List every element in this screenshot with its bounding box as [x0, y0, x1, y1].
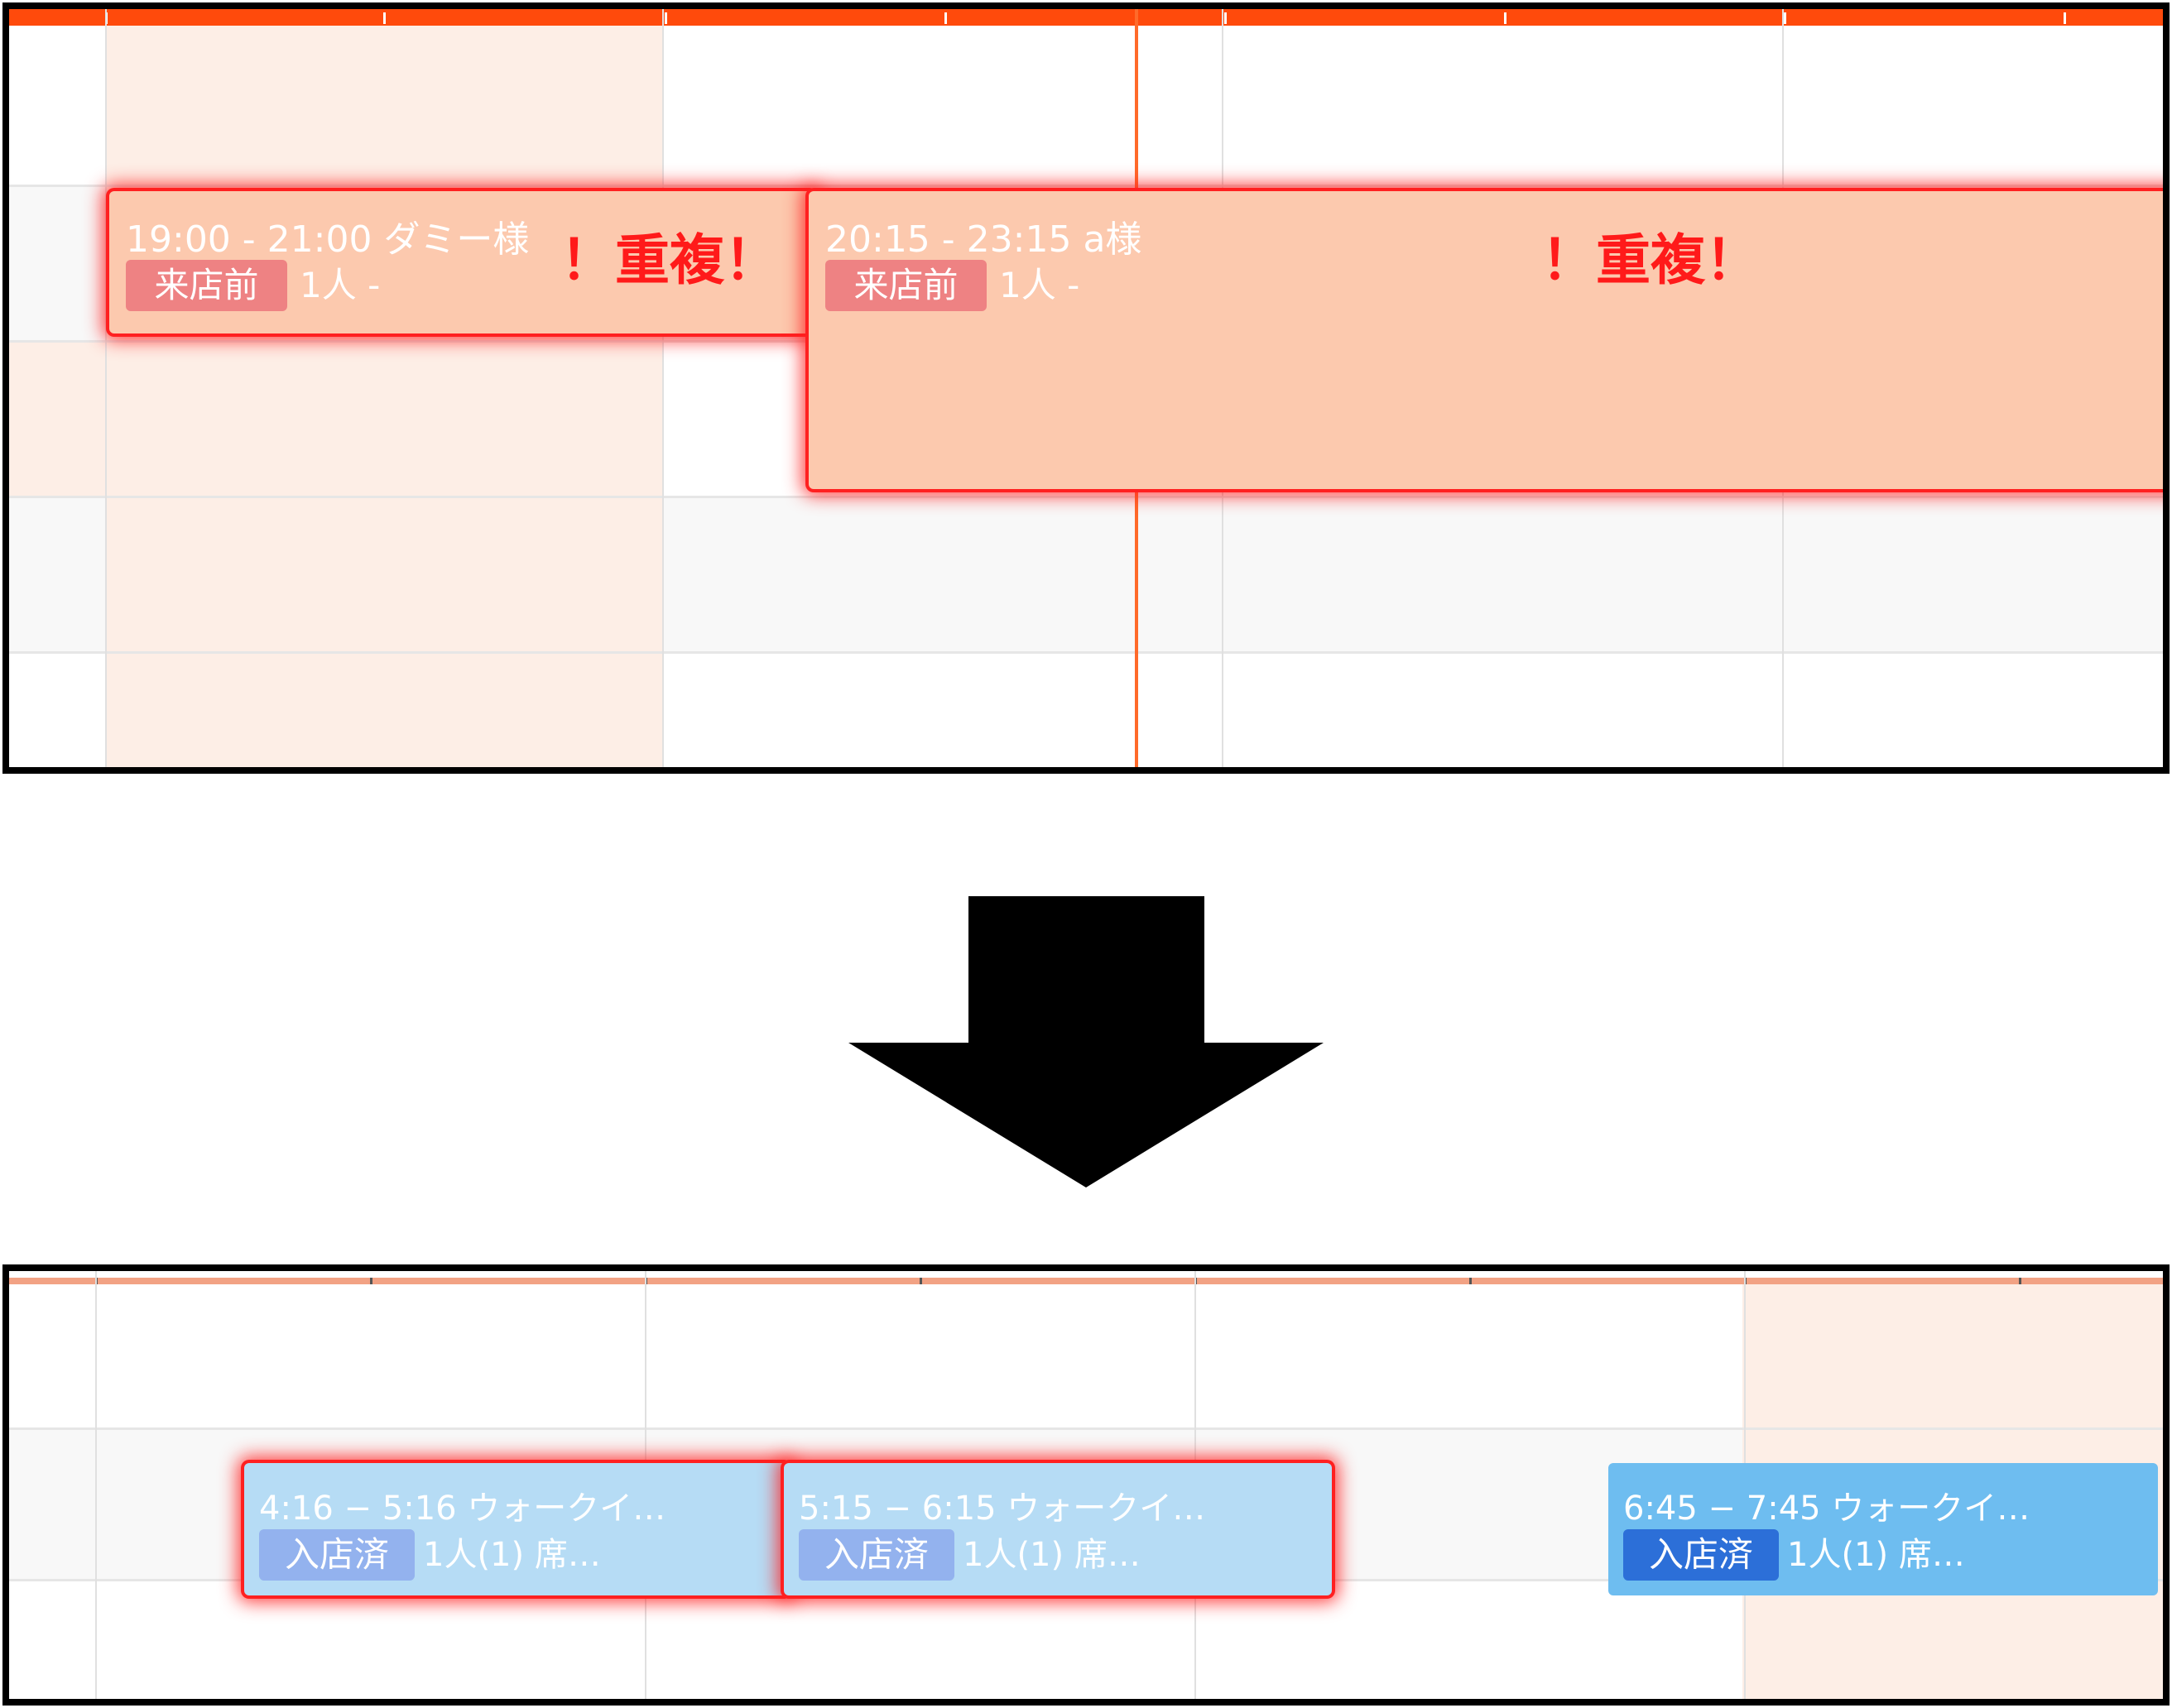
highlighted-time-slot — [105, 26, 662, 767]
status-badge: 入店済 — [799, 1529, 954, 1581]
event-time-label: 19:00 - 21:00 ダミー様 — [126, 218, 530, 261]
column-divider — [662, 9, 664, 767]
guest-count: 1人(1) 席… — [963, 1536, 1141, 1574]
time-tick — [920, 1278, 922, 1286]
duplicate-warning: ！重複！ — [560, 228, 779, 292]
status-badge: 来店前 — [126, 260, 287, 311]
reservation-event[interactable]: 19:00 - 21:00 ダミー様 来店前 1人 - ！重複！ — [109, 191, 814, 333]
highlighted-time-slot — [9, 343, 105, 498]
calendar-before-panel: 19:00 - 21:00 ダミー様 来店前 1人 - ！重複！ 20:15 -… — [2, 2, 2170, 774]
time-tick — [1469, 1278, 1472, 1286]
guest-count: 1人(1) 席… — [423, 1536, 601, 1574]
column-divider — [95, 1271, 97, 1699]
time-tick — [383, 12, 386, 24]
reservation-event[interactable]: 20:15 - 23:15 a様 来店前 1人 - ！重複！ — [809, 191, 2163, 489]
time-tick — [1784, 12, 1786, 24]
time-tick — [944, 12, 947, 24]
status-badge: 入店済 — [259, 1529, 415, 1581]
row-divider — [9, 185, 2163, 187]
time-tick — [1504, 12, 1506, 24]
event-time-label: 20:15 - 23:15 a様 — [825, 218, 1142, 261]
reservation-event[interactable]: 4:16 − 5:16 ウォークイ… 入店済 1人(1) 席… — [244, 1463, 789, 1595]
time-tick — [370, 1278, 372, 1286]
status-badge: 来店前 — [825, 260, 987, 311]
calendar-after-panel: 4:16 − 5:16 ウォークイ… 入店済 1人(1) 席… 5:15 − 6… — [2, 1264, 2170, 1706]
guest-count: 1人 - — [999, 265, 1080, 305]
guest-count: 1人 - — [300, 265, 381, 305]
row-divider — [9, 496, 2163, 498]
time-tick — [2019, 1278, 2021, 1286]
time-tick — [665, 12, 667, 24]
guest-count: 1人(1) 席… — [1787, 1536, 1965, 1574]
row-divider — [9, 651, 2163, 654]
time-tick — [2064, 12, 2066, 24]
event-time-label: 6:45 − 7:45 ウォークイ… — [1623, 1490, 2030, 1528]
down-arrow-icon — [848, 896, 1324, 1187]
time-tick — [1224, 12, 1227, 24]
reservation-event[interactable]: 6:45 − 7:45 ウォークイ… 入店済 1人(1) 席… — [1608, 1463, 2158, 1595]
event-time-label: 4:16 − 5:16 ウォークイ… — [259, 1490, 666, 1528]
event-time-label: 5:15 − 6:15 ウォークイ… — [799, 1490, 1206, 1528]
reservation-event[interactable]: 5:15 − 6:15 ウォークイ… 入店済 1人(1) 席… — [784, 1463, 1332, 1595]
row-divider — [9, 1427, 2163, 1430]
duplicate-warning: ！重複！ — [1541, 228, 1760, 292]
calendar-header-bar — [9, 9, 2163, 26]
calendar-header-bar — [9, 1278, 2163, 1284]
column-divider — [105, 9, 107, 767]
status-badge: 入店済 — [1623, 1529, 1779, 1581]
